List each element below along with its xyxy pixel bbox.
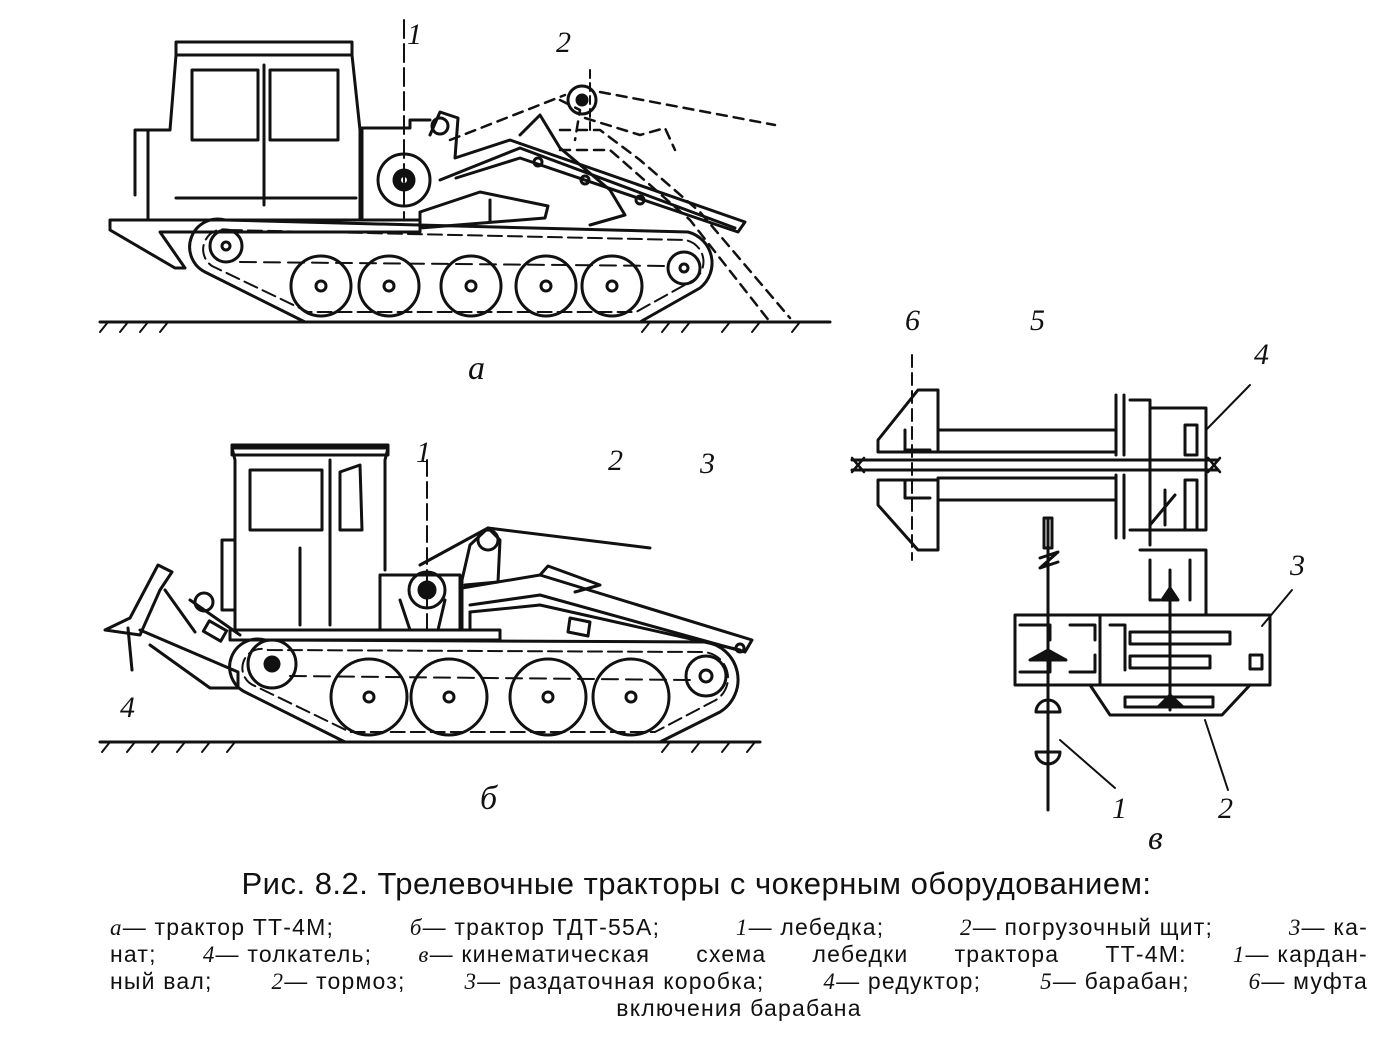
subfigure-label-a: а xyxy=(468,350,485,387)
caption-term: трактора xyxy=(954,941,1060,967)
label-b-2: 2 xyxy=(608,444,623,477)
label-c-6: 6 xyxy=(905,304,920,337)
label-b-3: 3 xyxy=(700,447,715,480)
caption-term: 2— погрузочный щит; xyxy=(960,914,1214,940)
winch-kinematic-scheme xyxy=(850,354,1293,812)
caption-line-2: нат; 4— толкатель; в— кинематическая схе… xyxy=(110,941,1368,968)
figure-title: Рис. 8.2. Трелевочные тракторы с чокерны… xyxy=(241,866,1152,901)
tractor-tt4m xyxy=(98,19,832,333)
caption-term: 2— тормоз; xyxy=(271,968,406,994)
caption-term: 4— толкатель; xyxy=(202,941,373,967)
subfigure-label-c: в xyxy=(1148,820,1163,857)
caption-line-1: а— трактор ТТ-4М; б— трактор ТДТ-55А; 1—… xyxy=(110,914,1368,941)
caption-term: 1— кардан- xyxy=(1232,941,1368,967)
label-c-5: 5 xyxy=(1030,304,1045,337)
caption-term: нат; xyxy=(110,941,157,967)
caption-term: б— трактор ТДТ-55А; xyxy=(409,914,661,940)
caption-line-4: включения барабана xyxy=(110,995,1368,1022)
label-b-1: 1 xyxy=(416,436,431,469)
caption-term: в— кинематическая xyxy=(418,941,651,967)
caption-term: 5— барабан; xyxy=(1040,968,1190,994)
caption-term: 6— муфта xyxy=(1248,968,1368,994)
label-c-2: 2 xyxy=(1218,792,1233,825)
caption-term: 1— лебедка; xyxy=(735,914,885,940)
subfigure-label-b: б xyxy=(480,780,498,817)
caption-term: ный вал; xyxy=(110,968,213,994)
caption-term: ТТ-4М: xyxy=(1105,941,1187,967)
caption-term: 3— ка- xyxy=(1288,914,1368,940)
label-c-1: 1 xyxy=(1112,792,1127,825)
caption-term: лебедки xyxy=(812,941,909,967)
tractor-tdt55a xyxy=(98,443,762,753)
label-c-4: 4 xyxy=(1254,338,1269,371)
caption-line-3: ный вал; 2— тормоз; 3— раздаточная короб… xyxy=(110,968,1368,995)
caption-term: схема xyxy=(696,941,767,967)
caption-term: а— трактор ТТ-4М; xyxy=(110,914,335,940)
figure-caption: а— трактор ТТ-4М; б— трактор ТДТ-55А; 1—… xyxy=(110,914,1368,1022)
label-c-3: 3 xyxy=(1290,549,1305,582)
label-a-1: 1 xyxy=(407,18,422,51)
caption-term: 4— редуктор; xyxy=(823,968,982,994)
caption-term: включения барабана xyxy=(616,995,862,1021)
caption-term: 3— раздаточная коробка; xyxy=(464,968,765,994)
label-b-4: 4 xyxy=(120,691,135,724)
label-a-2: 2 xyxy=(556,26,571,59)
